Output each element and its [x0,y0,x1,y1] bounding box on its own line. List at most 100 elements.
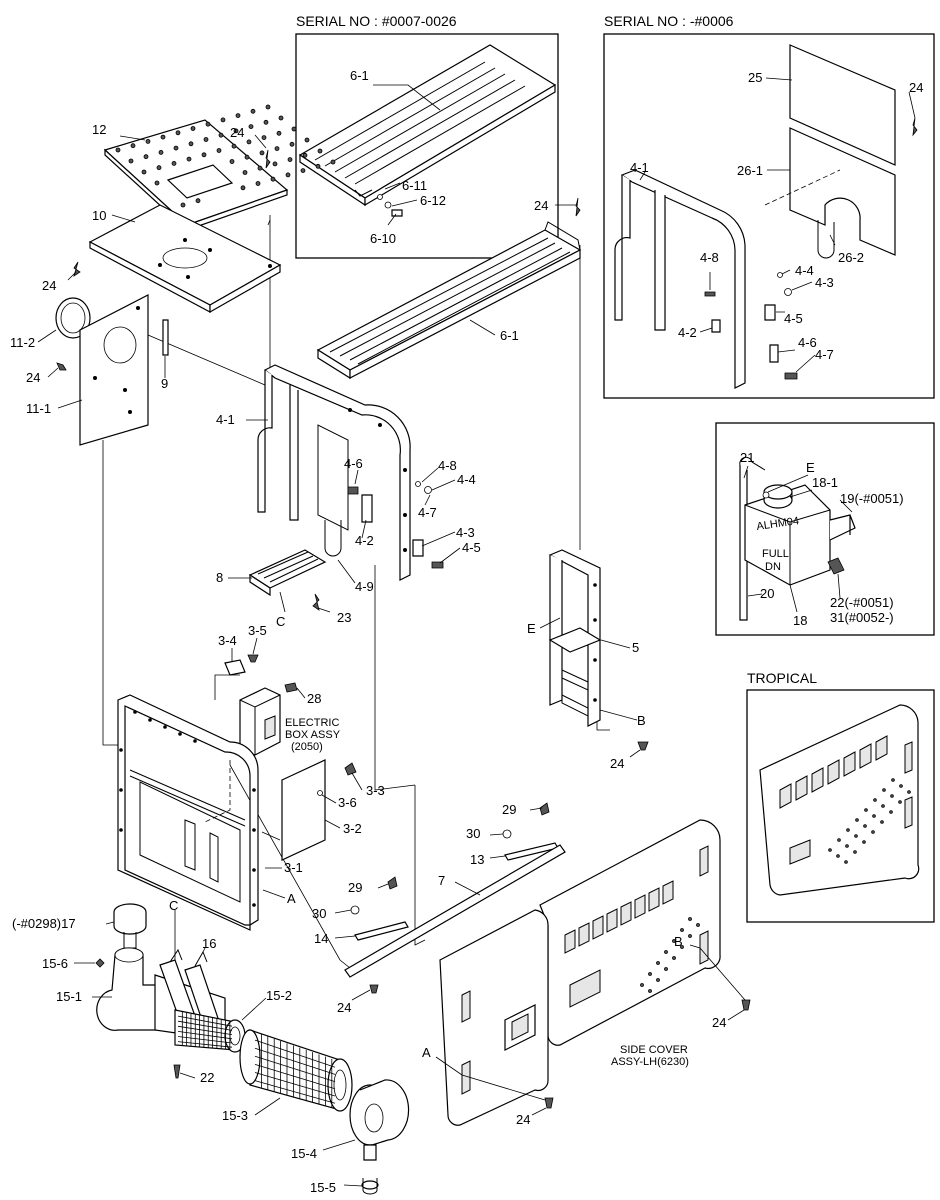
part-6-1-inset [298,44,557,207]
callout-6-10: 6-10 [370,231,396,246]
tropical-hinge-bottom [904,796,913,829]
bolt-24-frame-5 [637,741,649,751]
inset-title-serial-a: SERIAL NO : #0007-0026 [296,13,457,29]
callout-4-4-inset: 4-4 [795,263,814,278]
callout-18-1: 18-1 [812,475,838,490]
callout-9: 9 [161,376,168,391]
tank-18 [744,484,831,586]
bracket-4-2 [361,494,373,523]
hinge-rear-top [699,845,709,877]
callout-11-1: 11-1 [26,401,51,416]
callout-6-11: 6-11 [402,178,427,193]
inset-coolant-tank: ALHM04 FULL DN 21 E 18-1 19(-#0051) 20 1… [715,422,935,636]
bolt-24-duct [575,197,581,217]
side-cover-louvers [564,880,700,993]
callout-24-rod: 24 [337,1000,351,1015]
clip-4-3 [412,539,424,557]
bolt-24-top [265,149,271,169]
callout-c-cleaner: C [169,898,178,913]
callout-4-3: 4-3 [456,525,475,540]
side-cover-label-1: SIDE COVER [620,1044,688,1056]
part-11-2-ring [55,297,91,339]
bolt-3-3 [344,762,357,776]
callout-4-5: 4-5 [462,540,481,555]
callout-4-5-inset: 4-5 [784,311,803,326]
part-17-cap [113,903,147,949]
callout-29-lower: 29 [348,880,362,895]
callout-a-cover: A [422,1045,431,1060]
callout-3-5: 3-5 [248,623,267,638]
callout-22-tank: 22(-#0051) [830,595,894,610]
callout-10: 10 [92,208,106,223]
callout-15-2: 15-2 [266,988,292,1003]
bracket-4-2-inset [711,319,721,333]
callout-26-1: 26-1 [737,163,763,178]
part-5-rear-frame [548,549,602,727]
part-26-1 [789,127,896,256]
bolt-4-8-inset [704,291,716,297]
callout-13: 13 [470,852,484,867]
callout-4-6-inset: 4-6 [798,335,817,350]
callout-3-3: 3-3 [366,783,385,798]
bolt-29-lower [387,876,398,890]
callout-24-plate-10: 24 [42,278,56,293]
callout-11-2: 11-2 [10,335,35,350]
callout-4-8-inset: 4-8 [700,250,719,265]
tank-decal-2: FULL [762,548,789,560]
callout-17: (-#0298)17 [12,916,76,931]
bracket-19 [829,514,856,541]
callout-24-frame-5: 24 [610,756,624,771]
callout-25: 25 [748,70,762,85]
nut-4-4 [424,486,432,494]
washer-6-11 [377,194,383,200]
callout-14: 14 [314,931,328,946]
perforation-holes [115,104,336,208]
callout-23: 23 [337,610,351,625]
hinge-b [699,930,709,965]
callout-15-4: 15-4 [291,1146,317,1161]
inset-frame-a [295,33,559,259]
washer-4-8 [415,481,421,487]
part-15-5-tip [361,1180,379,1190]
side-cover-window [569,969,601,1008]
callout-e-frame: E [527,621,536,636]
part-25 [789,44,896,166]
mesh-15-2 [177,1011,233,1050]
tropical-louvers [779,735,911,864]
electric-box-label-3: (2050) [291,741,323,753]
callout-15-3: 15-3 [222,1108,248,1123]
bolt-4-7-inset [784,372,798,380]
inset-title-tropical: TROPICAL [747,670,817,686]
bolt-24-cover-b [741,999,751,1011]
callout-22: 22 [200,1070,214,1085]
callout-21: 21 [740,450,754,465]
callout-24-top: 24 [230,125,244,140]
hinge-front-bottom [461,1060,471,1095]
callout-6-1-main: 6-1 [500,328,519,343]
callout-4-1-inset: 4-1 [630,160,649,175]
callout-6-12: 6-12 [420,193,446,208]
washer-3-6 [317,790,323,796]
callout-b-frame: B [637,713,646,728]
callout-3-1: 3-1 [284,860,303,875]
callout-e-tank: E [806,460,815,475]
side-cover-label-2: ASSY-LH(6230) [611,1056,689,1068]
electric-box-label-2: BOX ASSY [285,729,341,741]
hinge-front-top [461,990,471,1023]
bolt-24-cover-a [544,1097,554,1109]
callout-24-panel-11: 24 [26,370,40,385]
clamp-e-tank [762,491,770,499]
callout-15-1: 15-1 [56,989,82,1004]
callout-28: 28 [307,691,321,706]
bolt-28 [284,682,298,693]
part-4-1-inset [614,169,746,389]
part-3-1-panel-frame [117,694,259,931]
tropical-hinge-top [904,741,913,774]
callout-3-4: 3-4 [218,633,237,648]
part-9-bracket [162,319,169,356]
rod-14 [354,921,409,941]
callout-20: 20 [760,586,774,601]
inset-serial-0007-0026: SERIAL NO : #0007-0026 6-1 6-11 6-12 6-1… [295,13,559,259]
clip-4-5-inset [764,304,776,321]
